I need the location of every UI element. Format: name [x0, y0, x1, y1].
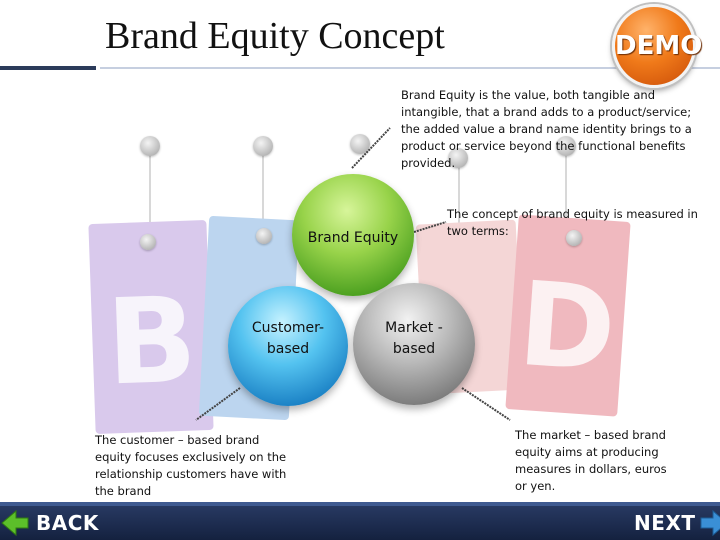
measured-note: The concept of brand equity is measured …: [447, 207, 698, 238]
tag-string: [149, 148, 151, 238]
pin-icon: [140, 234, 156, 250]
back-arrow-icon: [1, 509, 29, 537]
leader-line-customer: [195, 387, 241, 421]
customer-based-label-line2: based: [266, 341, 310, 357]
title-underline-dark: [0, 66, 96, 70]
tag-string: [565, 148, 567, 233]
customer-based-note: The customer – based brand equity focuse…: [95, 433, 287, 498]
slide-title: Brand Equity Concept: [105, 15, 445, 57]
market-based-sphere: Market - based: [353, 283, 475, 405]
nav-bar: [0, 502, 720, 540]
customer-based-sphere: Customer- based: [228, 286, 348, 406]
next-button[interactable]: NEXT: [620, 508, 720, 538]
pin-icon: [556, 136, 576, 156]
demo-badge-label: DEMO: [615, 31, 703, 61]
market-based-note: The market – based brand equity aims at …: [515, 428, 667, 493]
market-based-label-line1: Market -: [385, 320, 443, 336]
pin-icon: [448, 148, 468, 168]
market-based-label-line2: based: [392, 341, 436, 357]
brand-equity-sphere: Brand Equity: [292, 174, 414, 296]
demo-badge: DEMO: [612, 4, 703, 88]
tag-string: [262, 148, 264, 228]
back-label: BACK: [36, 511, 99, 535]
leader-line-definition: [351, 127, 391, 169]
brand-equity-label: Brand Equity: [307, 229, 399, 246]
pin-icon: [253, 136, 273, 156]
pin-icon: [140, 136, 160, 156]
pin-icon: [256, 228, 272, 244]
next-arrow-icon: [700, 509, 720, 537]
tag-string: [458, 160, 460, 230]
definition-note: Brand Equity is the value, both tangible…: [401, 88, 692, 170]
pin-icon: [566, 230, 582, 246]
leader-line-market: [461, 387, 511, 421]
pin-icon: [350, 134, 370, 154]
title-underline-light: [100, 67, 720, 69]
leader-line-measured: [413, 221, 447, 233]
next-label: NEXT: [634, 511, 696, 535]
back-button[interactable]: BACK: [0, 508, 99, 538]
customer-based-label-line1: Customer-: [251, 320, 325, 336]
